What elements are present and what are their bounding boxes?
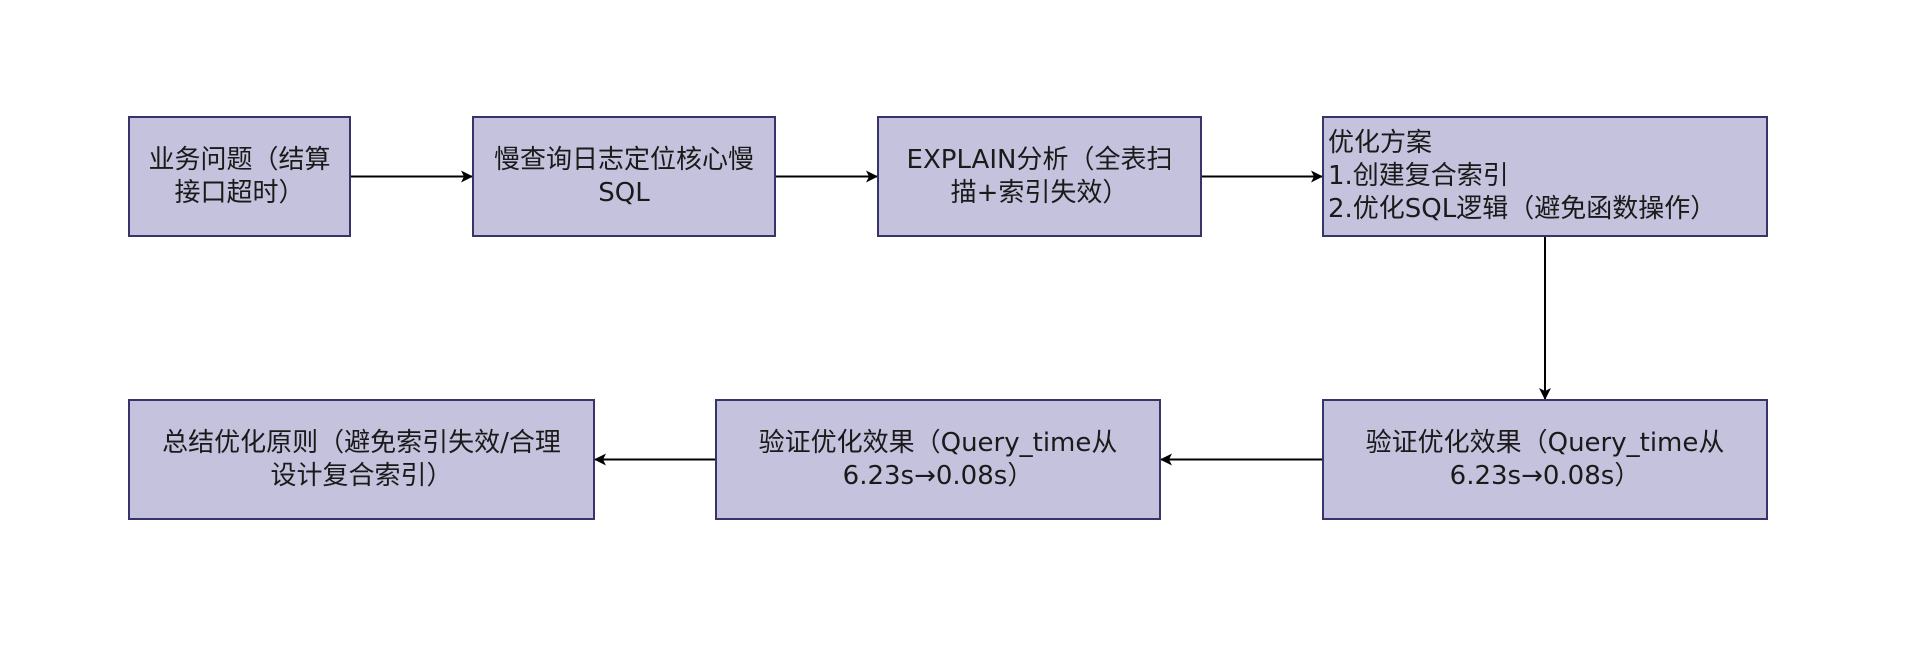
node-summary-label: 总结优化原则（避免索引失效/合理 设计复合索引） bbox=[162, 427, 561, 491]
node-slow-log-label: 慢查询日志定位核心慢 SQL bbox=[493, 144, 754, 208]
node-verify-right[interactable]: 验证优化效果（Query_time从 6.23s→0.08s） bbox=[1322, 399, 1768, 520]
node-summary[interactable]: 总结优化原则（避免索引失效/合理 设计复合索引） bbox=[128, 399, 595, 520]
node-slow-log[interactable]: 慢查询日志定位核心慢 SQL bbox=[472, 116, 776, 237]
node-optimization-plan-label: 优化方案 1.创建复合索引 2.优化SQL逻辑（避免函数操作） bbox=[1328, 128, 1717, 224]
node-explain-label: EXPLAIN分析（全表扫 描+索引失效） bbox=[906, 144, 1173, 208]
node-business-problem-label: 业务问题（结算 接口超时） bbox=[148, 144, 331, 208]
node-verify-right-label: 验证优化效果（Query_time从 6.23s→0.08s） bbox=[1365, 427, 1725, 491]
node-business-problem[interactable]: 业务问题（结算 接口超时） bbox=[128, 116, 351, 237]
node-verify-middle-label: 验证优化效果（Query_time从 6.23s→0.08s） bbox=[758, 427, 1118, 491]
node-verify-middle[interactable]: 验证优化效果（Query_time从 6.23s→0.08s） bbox=[715, 399, 1161, 520]
node-explain[interactable]: EXPLAIN分析（全表扫 描+索引失效） bbox=[877, 116, 1202, 237]
node-optimization-plan[interactable]: 优化方案 1.创建复合索引 2.优化SQL逻辑（避免函数操作） bbox=[1322, 116, 1768, 237]
